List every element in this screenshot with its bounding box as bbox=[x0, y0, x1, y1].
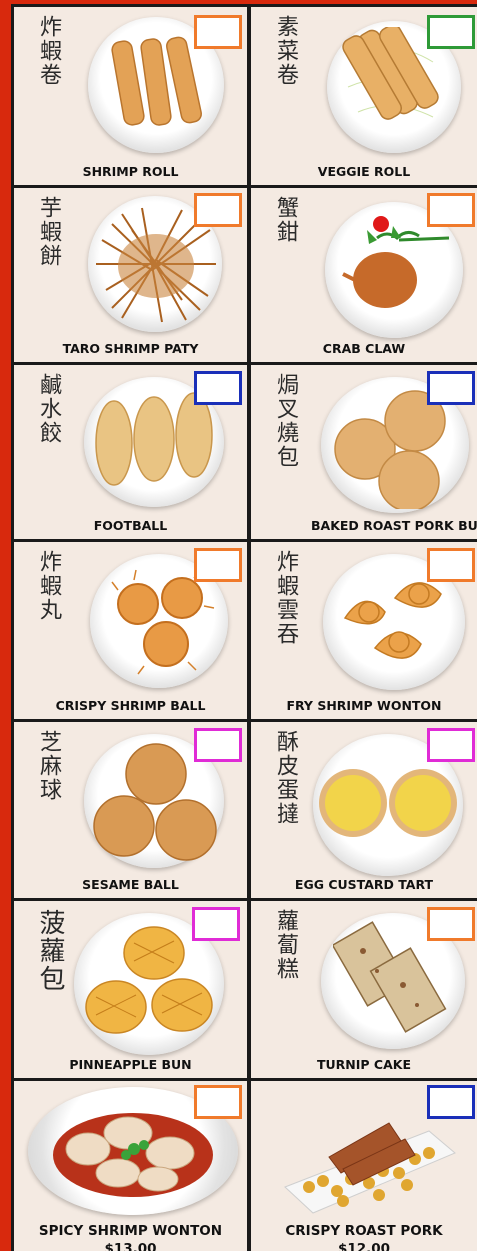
checkbox[interactable] bbox=[194, 15, 242, 49]
chinese-name: 芝麻球 bbox=[36, 730, 61, 802]
chinese-name: 蟹鉗 bbox=[273, 196, 298, 244]
chinese-name: 鹹水餃 bbox=[36, 373, 61, 445]
menu-item-sesame-ball[interactable]: 芝麻球 SESAME BALL bbox=[14, 722, 247, 898]
dumpling-icon bbox=[95, 392, 213, 486]
item-name: FOOTBALL bbox=[93, 518, 168, 533]
menu-item-pinneapple-bun[interactable]: 菠蘿包 PINNEAPPLE BUN bbox=[14, 901, 247, 1078]
roast-pork-icon bbox=[284, 1122, 456, 1214]
checkbox[interactable] bbox=[194, 193, 242, 227]
spring-roll-icon bbox=[111, 36, 202, 126]
crab-claw-icon bbox=[342, 216, 450, 308]
spicy-wonton-icon bbox=[53, 1113, 213, 1197]
menu-item-taro-shrimp-paty[interactable]: 芋蝦餅 TARO SHRIMP PATY bbox=[14, 188, 247, 362]
item-name: TARO SHRIMP PATY bbox=[62, 341, 199, 356]
item-name: BAKED ROAST PORK BUN bbox=[311, 518, 477, 533]
baked-bun-icon bbox=[334, 390, 446, 509]
item-name: CRISPY ROAST PORK bbox=[285, 1223, 443, 1239]
chinese-name: 菠蘿包 bbox=[35, 909, 65, 993]
chinese-name: 炸蝦雲吞 bbox=[273, 550, 298, 646]
item-price: $12.00 bbox=[337, 1241, 391, 1251]
menu-item-crispy-shrimp-ball[interactable]: 炸蝦丸 CRISPY SHRIMP BALL bbox=[14, 542, 247, 719]
menu-grid: 炸蝦卷 SHRIMP ROLL 素菜卷 VEGGIE ROLL bbox=[11, 4, 477, 1251]
chinese-name: 焗叉燒包 bbox=[273, 373, 298, 469]
menu-item-crab-claw[interactable]: 蟹鉗 CRAB CLAW bbox=[251, 188, 477, 362]
checkbox[interactable] bbox=[192, 907, 240, 941]
checkbox[interactable] bbox=[427, 15, 475, 49]
item-name: SESAME BALL bbox=[82, 877, 179, 892]
checkbox[interactable] bbox=[427, 907, 475, 941]
menu-item-turnip-cake[interactable]: 蘿蔔糕 TURNIP CAKE bbox=[251, 901, 477, 1078]
menu-item-veggie-roll[interactable]: 素菜卷 VEGGIE ROLL bbox=[251, 7, 477, 185]
sesame-ball-icon bbox=[93, 743, 217, 861]
spring-roll-icon bbox=[342, 27, 439, 120]
item-name: TURNIP CAKE bbox=[316, 1057, 411, 1072]
menu-item-spicy-shrimp-wonton[interactable]: SPICY SHRIMP WONTON $13.00 bbox=[14, 1081, 247, 1251]
menu-item-baked-roast-pork-bun[interactable]: 焗叉燒包 BAKED ROAST PORK BUN bbox=[251, 365, 477, 539]
checkbox[interactable] bbox=[427, 371, 475, 405]
menu-item-crispy-roast-pork[interactable]: CRISPY ROAST PORK $12.00 bbox=[251, 1081, 477, 1251]
checkbox[interactable] bbox=[427, 728, 475, 762]
item-name: FRY SHRIMP WONTON bbox=[286, 698, 442, 713]
checkbox[interactable] bbox=[194, 1085, 242, 1119]
menu-item-egg-custard-tart[interactable]: 酥皮蛋撻 EGG CUSTARD TART bbox=[251, 722, 477, 898]
pineapple-bun-icon bbox=[85, 926, 213, 1034]
item-name: PINNEAPPLE BUN bbox=[69, 1057, 192, 1072]
item-name: SHRIMP ROLL bbox=[82, 164, 179, 179]
chinese-name: 蘿蔔糕 bbox=[273, 909, 298, 981]
turnip-cake-icon bbox=[333, 921, 447, 1033]
menu-item-fry-shrimp-wonton[interactable]: 炸蝦雲吞 FRY SHRIMP WONTON bbox=[251, 542, 477, 719]
checkbox[interactable] bbox=[427, 193, 475, 227]
checkbox[interactable] bbox=[194, 371, 242, 405]
checkbox[interactable] bbox=[194, 548, 242, 582]
chinese-name: 酥皮蛋撻 bbox=[273, 730, 298, 826]
shrimp-ball-icon bbox=[111, 569, 215, 675]
chinese-name: 炸蝦丸 bbox=[36, 550, 61, 622]
item-price: $13.00 bbox=[104, 1241, 157, 1251]
item-name: SPICY SHRIMP WONTON bbox=[38, 1223, 223, 1239]
item-name: CRISPY SHRIMP BALL bbox=[55, 698, 206, 713]
item-name: EGG CUSTARD TART bbox=[294, 877, 434, 892]
checkbox[interactable] bbox=[194, 728, 242, 762]
wonton-icon bbox=[343, 582, 442, 659]
item-name: CRAB CLAW bbox=[322, 341, 406, 356]
menu-item-shrimp-roll[interactable]: 炸蝦卷 SHRIMP ROLL bbox=[14, 7, 247, 185]
menu-item-football[interactable]: 鹹水餃 FOOTBALL bbox=[14, 365, 247, 539]
item-name: VEGGIE ROLL bbox=[317, 164, 411, 179]
chinese-name: 炸蝦卷 bbox=[36, 15, 61, 87]
taro-patty-icon bbox=[96, 207, 216, 323]
checkbox[interactable] bbox=[427, 548, 475, 582]
chinese-name: 芋蝦餅 bbox=[36, 196, 61, 268]
checkbox[interactable] bbox=[427, 1085, 475, 1119]
chinese-name: 素菜卷 bbox=[273, 15, 298, 87]
egg-tart-icon bbox=[319, 769, 457, 837]
